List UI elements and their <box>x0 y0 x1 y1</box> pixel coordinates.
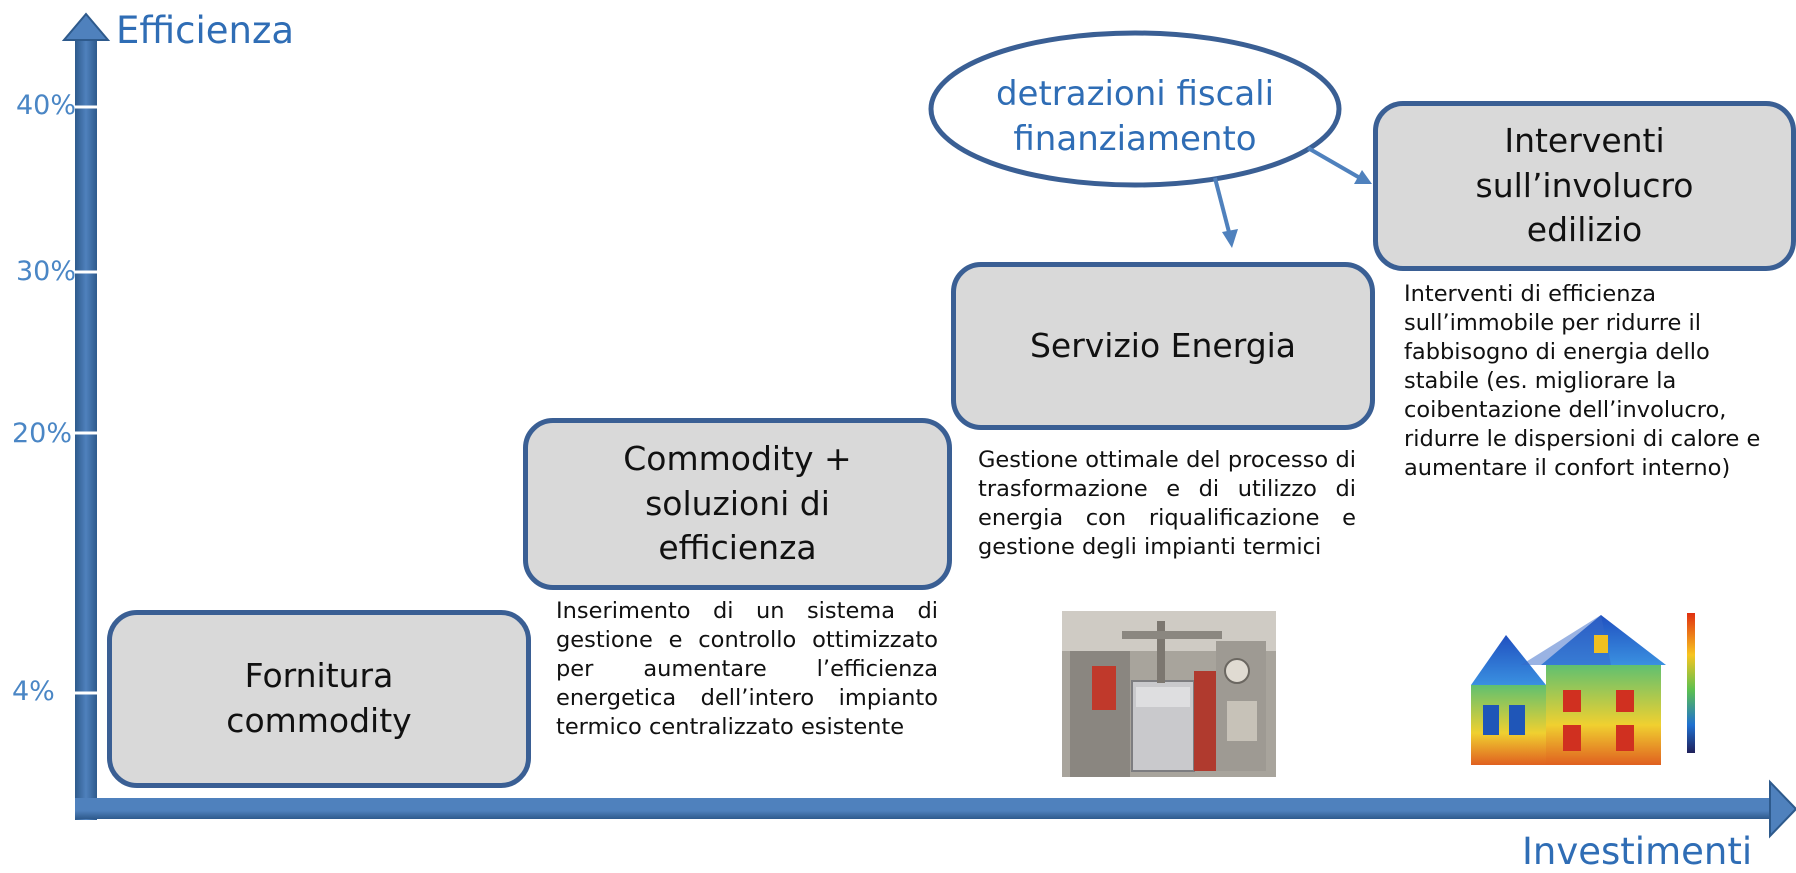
step-title-fornitura: Fornitura commodity <box>226 656 412 740</box>
callout-ellipse <box>928 30 1342 188</box>
step-box-servizio-energia: Servizio Energia <box>951 262 1375 430</box>
thermal-house-illustration <box>1451 595 1723 773</box>
step-title-commodity-efficienza: Commodity + soluzioni di efficienza <box>623 439 852 568</box>
step-box-commodity-efficienza: Commodity + soluzioni di efficienza <box>523 418 952 590</box>
boiler-room-photo <box>1062 611 1276 777</box>
callout-arrowhead-servizio <box>1222 229 1238 248</box>
step-box-fornitura: Fornitura commodity <box>107 610 531 788</box>
x-axis-arrow <box>1769 779 1796 839</box>
callout-arrow-to-involucro <box>1307 146 1361 180</box>
y-tick-label-40: 40% <box>16 90 77 121</box>
y-axis-title: Efficienza <box>116 9 295 52</box>
thermal-house-image <box>1451 595 1723 773</box>
step-title-servizio-energia: Servizio Energia <box>1029 325 1297 365</box>
y-tick-label-30: 30% <box>16 256 77 287</box>
x-axis-line <box>75 798 1775 819</box>
x-axis-title: Investimenti <box>1522 830 1753 873</box>
y-tick-label-20: 20% <box>12 418 73 449</box>
step-description-servizio-energia: Gestione ottimale del processo di trasfo… <box>978 447 1356 560</box>
boiler-room-illustration <box>1062 611 1276 777</box>
callout-arrow-to-servizio <box>1213 177 1232 237</box>
step-description-involucro: Interventi di efficienza sull’immobile p… <box>1404 281 1761 481</box>
step-description-commodity-efficienza: Inserimento di un sistema di gestione e … <box>556 598 938 740</box>
y-axis-arrow <box>61 12 111 41</box>
step-box-involucro: Interventi sull’involucro edilizio <box>1373 101 1796 271</box>
y-axis-line <box>75 38 97 820</box>
y-tick-label-4: 4% <box>12 676 55 707</box>
callout-text: detrazioni fiscali finanziamento <box>995 74 1275 159</box>
callout-arrowhead-involucro <box>1354 170 1372 184</box>
step-title-involucro: Interventi sull’involucro edilizio <box>1475 121 1694 250</box>
